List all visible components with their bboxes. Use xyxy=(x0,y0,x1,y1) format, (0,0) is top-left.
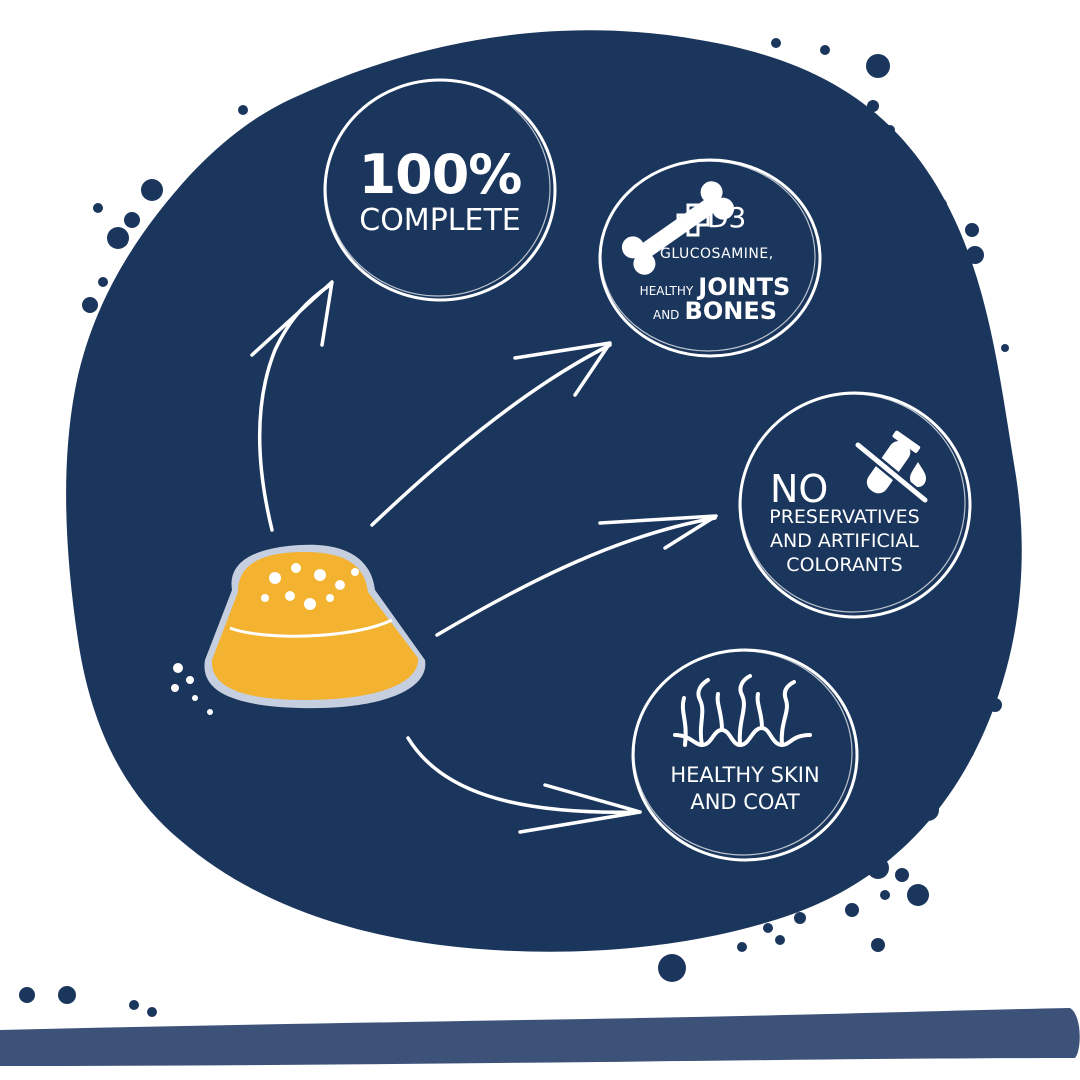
benefit-circle-joints xyxy=(598,158,822,358)
crossed-test-tube-icon xyxy=(853,430,930,505)
skin-coat-line2: AND COAT xyxy=(690,790,800,814)
benefit-circle-skin xyxy=(631,648,859,862)
benefit-circle-skin-echo xyxy=(633,650,853,856)
arrow-to-skin xyxy=(406,736,642,834)
benefit-circle-joints-echo xyxy=(600,160,816,352)
preservatives-line1: PRESERVATIVES xyxy=(769,506,920,528)
benefit-circle-preservatives-echo xyxy=(740,393,966,613)
benefit-circle-complete-echo xyxy=(325,79,551,297)
arrow-to-preservatives xyxy=(435,514,718,637)
no-text: NO xyxy=(770,467,829,511)
preservatives-line2: AND ARTIFICIAL xyxy=(770,530,919,552)
and-small-text: AND xyxy=(653,308,680,322)
complete-label-text: COMPLETE xyxy=(359,203,521,238)
benefit-circle-preservatives xyxy=(738,391,972,619)
healthy-small-text: HEALTHY xyxy=(639,284,694,298)
hair-follicle-icon xyxy=(673,674,812,747)
preservatives-text: PRESERVATIVES AND ARTIFICIAL COLORANTS xyxy=(742,505,947,577)
plus-icon xyxy=(676,203,710,237)
complete-percent-text: 100% xyxy=(358,143,523,206)
joints-big-text: JOINTS xyxy=(698,273,791,301)
bones-big-text: BONES xyxy=(684,297,777,325)
preservatives-line3: COLORANTS xyxy=(786,554,903,576)
d3-text: D3 xyxy=(707,201,747,234)
decorative-dots xyxy=(19,38,1009,1017)
bottom-brush-stroke xyxy=(0,1008,1080,1066)
arrow-to-complete xyxy=(250,280,334,532)
glucosamine-text: GLUCOSAMINE, xyxy=(660,246,774,262)
arrow-to-joints xyxy=(370,341,612,527)
joints-bones-text: HEALTHY JOINTS AND BONES xyxy=(620,275,810,323)
skin-coat-line1: HEALTHY SKIN xyxy=(670,763,820,787)
food-bowl-icon xyxy=(171,544,426,715)
skin-coat-text: HEALTHY SKIN AND COAT xyxy=(640,762,850,816)
